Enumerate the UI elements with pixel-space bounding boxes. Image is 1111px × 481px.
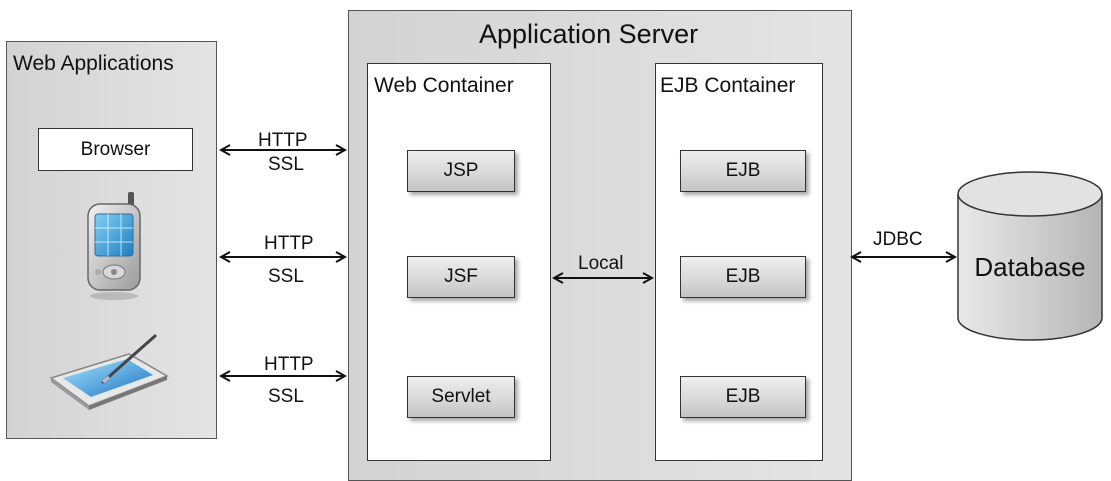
ejb-component-2: EJB — [680, 256, 806, 298]
jsf-component: JSF — [407, 256, 515, 298]
http-label-1: HTTP — [258, 130, 308, 151]
ejb-label-3: EJB — [725, 386, 761, 407]
servlet-label: Servlet — [431, 386, 491, 407]
ejb-component-1: EJB — [680, 150, 806, 192]
ejb-container-title: EJB Container — [660, 74, 796, 97]
ssl-label-2: SSL — [268, 266, 304, 287]
application-server-title: Application Server — [479, 19, 699, 49]
local-label: Local — [578, 253, 624, 274]
ejb-component-3: EJB — [680, 376, 806, 418]
ejb-label-1: EJB — [725, 160, 761, 181]
http-label-3: HTTP — [264, 354, 314, 375]
jdbc-label: JDBC — [873, 229, 923, 250]
ejb-container-panel: EJB Container EJB EJB EJB — [655, 63, 823, 461]
tablet-stylus-icon — [49, 334, 169, 410]
browser-label: Browser — [80, 138, 151, 160]
web-container-title: Web Container — [374, 74, 514, 97]
web-container-panel: Web Container JSP JSF Servlet — [367, 63, 551, 461]
database-label: Database — [974, 252, 1086, 282]
mobile-phone-icon — [87, 192, 141, 300]
database-cylinder — [957, 171, 1103, 341]
jsf-label: JSF — [444, 266, 478, 287]
ejb-label-2: EJB — [725, 266, 761, 287]
jsp-label: JSP — [443, 160, 479, 181]
web-applications-title: Web Applications — [13, 52, 174, 75]
servlet-component: Servlet — [407, 376, 515, 418]
http-label-2: HTTP — [264, 233, 314, 254]
ssl-label-3: SSL — [268, 386, 304, 407]
web-applications-panel: Web Applications Browser — [6, 41, 217, 439]
browser-box: Browser — [38, 128, 193, 171]
jsp-component: JSP — [407, 150, 515, 192]
ssl-label-1: SSL — [268, 154, 304, 175]
